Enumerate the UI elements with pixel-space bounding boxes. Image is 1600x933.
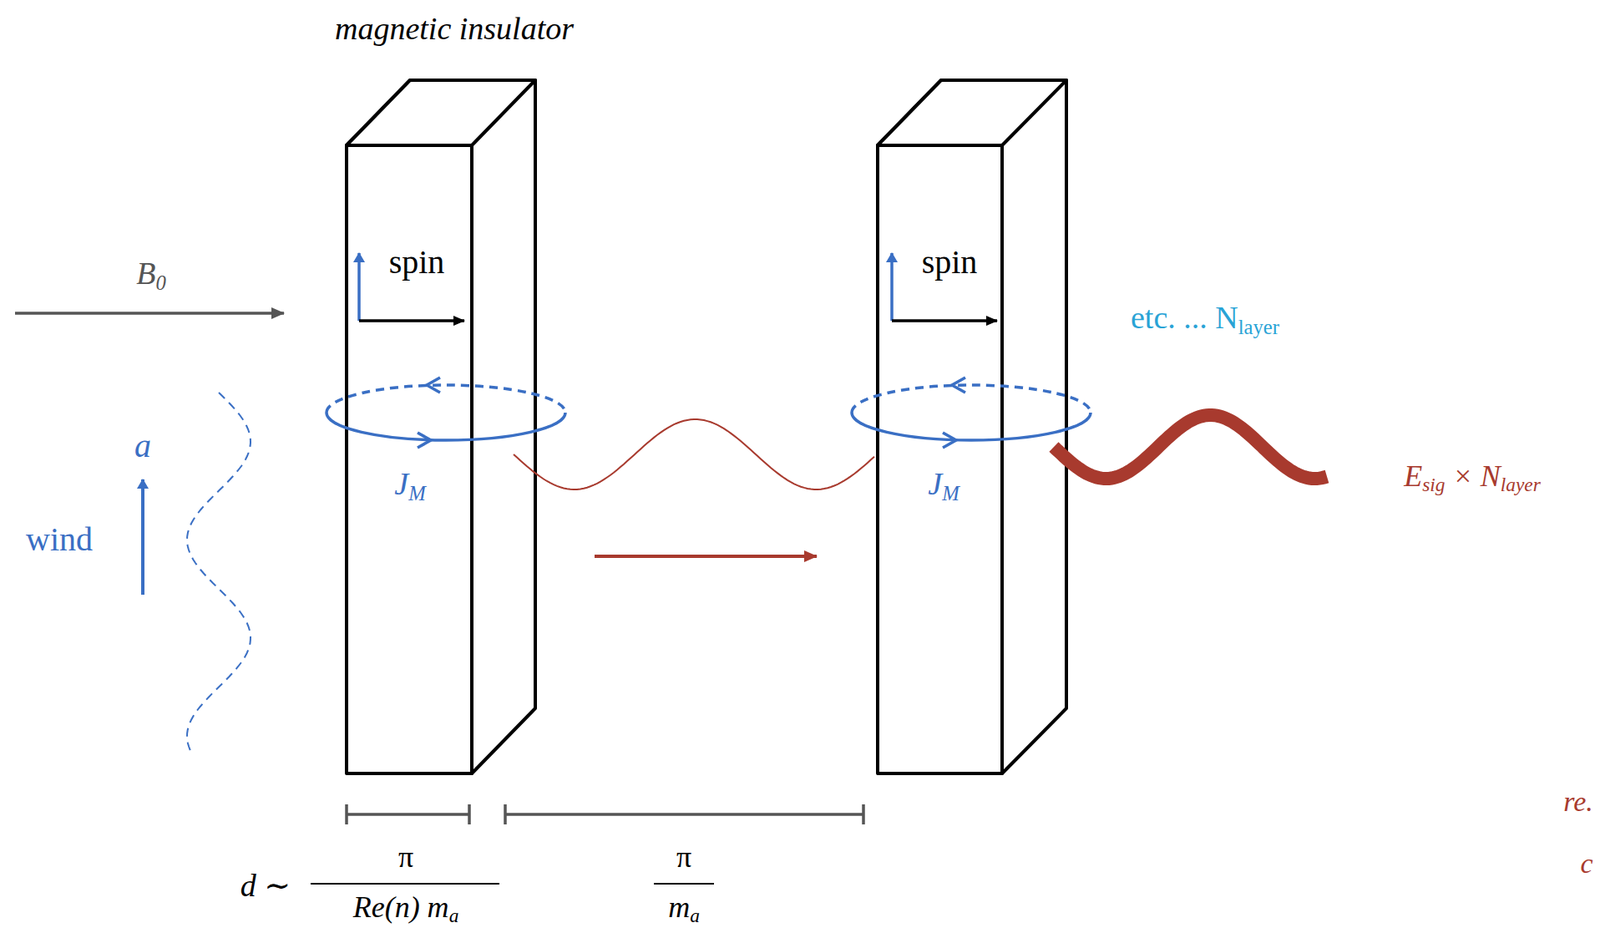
wind-label: wind xyxy=(25,522,93,557)
heading: magnetic insulator xyxy=(334,12,574,45)
cut-note: re. xyxy=(1563,787,1594,816)
spin-label: spin xyxy=(921,245,978,279)
axion-label: a xyxy=(134,429,152,463)
dimension-label: π xyxy=(676,841,692,872)
signal-label: Esig × Nlayer xyxy=(1403,460,1541,496)
current-label: JM xyxy=(927,467,959,505)
layer-count: etc. ... Nlayer xyxy=(1130,301,1280,339)
dimension-bar xyxy=(346,804,864,825)
signal-wave-amplified xyxy=(1053,415,1327,479)
dimension-label: π xyxy=(398,841,414,872)
dimension-label: ma xyxy=(668,891,700,927)
spin-label: spin xyxy=(389,245,446,279)
dimension-label: Re(n) ma xyxy=(353,891,460,927)
current-label: JM xyxy=(394,467,426,505)
axion-wave xyxy=(187,392,251,754)
dimension-label: d ∼ xyxy=(240,869,291,902)
slab xyxy=(346,80,1067,774)
spin-arrows xyxy=(359,253,998,321)
field-arrow xyxy=(15,311,284,315)
wind-arrow xyxy=(141,479,145,595)
signal-wave xyxy=(513,419,875,490)
current-loop xyxy=(326,377,1091,448)
field-label: B0 xyxy=(136,257,167,294)
fraction-bar xyxy=(310,882,714,885)
propagation-arrow xyxy=(594,554,817,558)
cut-note: c xyxy=(1579,849,1593,878)
